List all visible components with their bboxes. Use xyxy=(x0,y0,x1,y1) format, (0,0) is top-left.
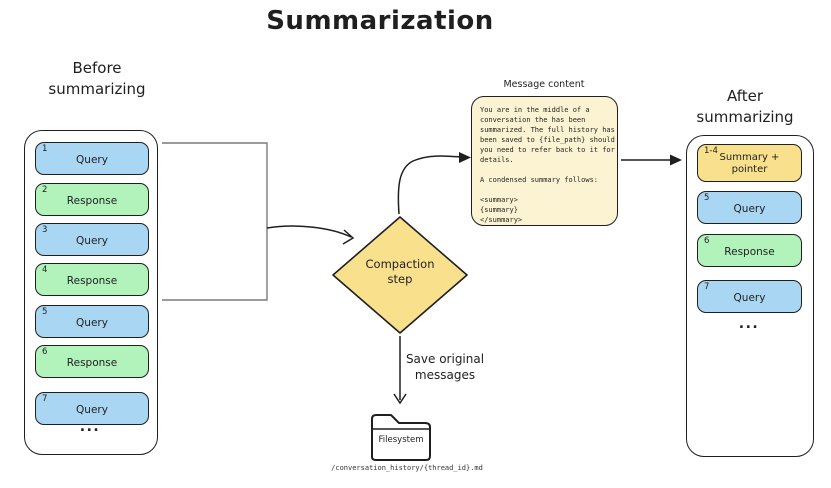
item-label: Query xyxy=(733,202,766,215)
item-label: Response xyxy=(66,356,118,369)
item-number: 1 xyxy=(42,144,48,154)
item-label: Response xyxy=(724,245,775,258)
message-content-box: You are in the middle of a conversation … xyxy=(471,96,618,226)
before-list: 1 Query 2 Response 3 Query 4 Response 5 … xyxy=(24,130,158,455)
item-number: 4 xyxy=(42,265,48,275)
item-label: Query xyxy=(733,291,766,304)
item-number: 7 xyxy=(704,282,710,292)
item-label: Response xyxy=(66,194,118,207)
message-item: 6 Response xyxy=(35,345,149,378)
arrow-to-message xyxy=(397,155,462,215)
after-ellipsis: ... xyxy=(738,316,760,332)
arrow-to-compaction-head-icon xyxy=(342,229,355,245)
arrow-to-compaction xyxy=(266,225,352,238)
message-body: You are in the middle of a conversation … xyxy=(480,106,615,224)
item-number: 6 xyxy=(704,236,710,246)
message-item: 2 Response xyxy=(35,183,149,216)
item-number: 5 xyxy=(42,307,48,317)
message-item: 1 Query xyxy=(35,142,149,175)
item-label: Query xyxy=(76,403,108,416)
message-caption: Message content xyxy=(503,79,585,90)
item-label: Query xyxy=(76,153,108,166)
before-ellipsis: ... xyxy=(79,419,101,435)
message-item: 6 Response xyxy=(697,234,802,267)
item-label: Query xyxy=(76,234,108,247)
message-item: 1-4 Summary + pointer xyxy=(697,144,802,182)
compaction-label: Compaction step xyxy=(365,257,435,286)
item-number: 6 xyxy=(42,347,48,357)
after-heading: After summarizing xyxy=(696,87,794,126)
after-list: 1-4 Summary + pointer 5 Query 6 Response… xyxy=(686,135,814,457)
page-title: Summarization xyxy=(266,6,494,36)
save-arrow-label: Save original messages xyxy=(405,352,485,382)
before-heading: Before summarizing xyxy=(48,59,146,98)
message-item: 5 Query xyxy=(35,305,149,338)
item-label: Query xyxy=(76,316,108,329)
folder-icon xyxy=(371,414,431,461)
message-item: 7 Query xyxy=(697,280,802,313)
item-label: Summary + pointer xyxy=(719,152,780,175)
file-path-label: /conversation_history/{thread_id}.md xyxy=(331,464,483,472)
item-label: Response xyxy=(66,274,118,287)
message-item: 5 Query xyxy=(697,191,802,224)
arrow-to-filesystem-head-icon xyxy=(393,393,407,405)
compaction-diamond xyxy=(332,216,468,334)
item-number: 2 xyxy=(42,185,48,195)
group-bracket xyxy=(162,142,268,301)
item-number: 5 xyxy=(704,193,710,203)
item-number: 1-4 xyxy=(704,146,718,156)
filesystem-label: Filesystem xyxy=(378,435,424,445)
message-item: 3 Query xyxy=(35,223,149,256)
item-number: 3 xyxy=(42,225,48,235)
message-item: 4 Response xyxy=(35,263,149,296)
arrow-to-after-head-icon xyxy=(670,154,682,166)
message-item: 7 Query xyxy=(35,392,149,425)
arrow-to-message-head-icon xyxy=(459,152,471,163)
item-number: 7 xyxy=(42,394,48,404)
